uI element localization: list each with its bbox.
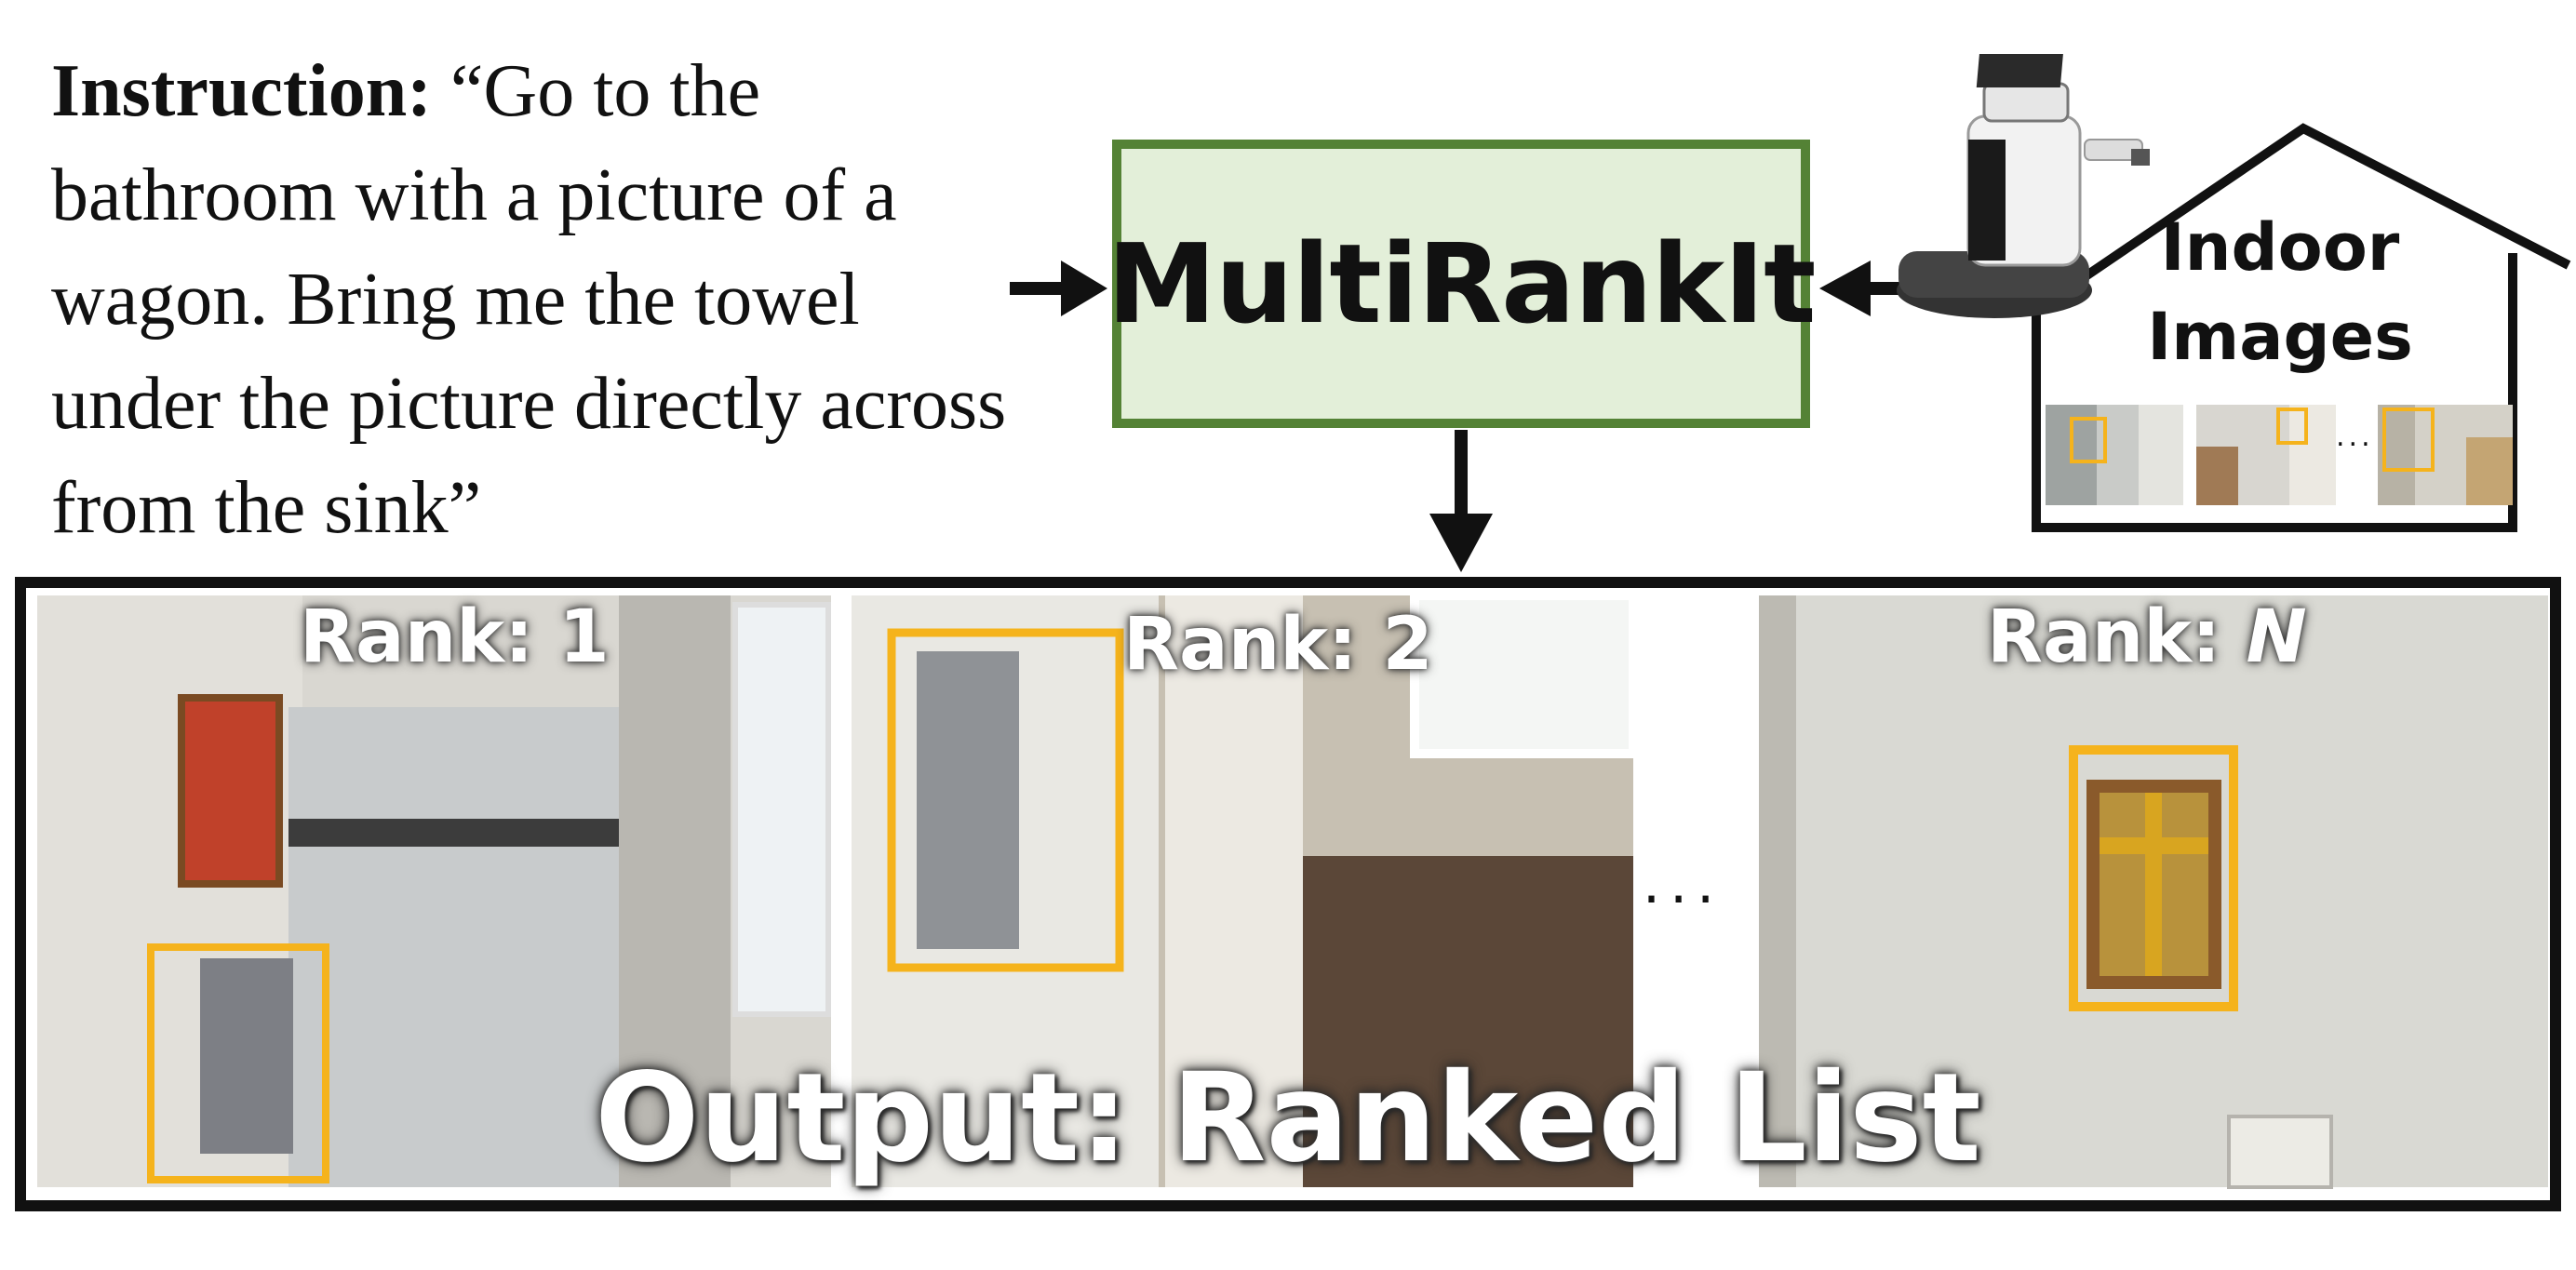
- thumbnail-ellipsis: ...: [2336, 421, 2374, 453]
- house-label: Indoor Images: [2085, 203, 2475, 381]
- rank-2-image: [852, 591, 1638, 1187]
- house-label-line-2: Images: [2147, 299, 2413, 375]
- rank-1-label: Rank: 1: [300, 595, 610, 679]
- rank-2-label: Rank: 2: [1123, 603, 1433, 687]
- rank-1-image: [37, 595, 831, 1187]
- instruction-label: Instruction:: [51, 50, 432, 132]
- house-thumbnail-3: [2378, 405, 2513, 505]
- output-ellipsis: ...: [1643, 851, 1724, 916]
- house-thumbnail-2: [2196, 405, 2336, 505]
- instruction-text: Instruction: “Go to the bathroom with a …: [51, 39, 1038, 560]
- robot-icon: [1897, 54, 2150, 318]
- arrow-model-to-output: [1429, 430, 1493, 572]
- arrow-instruction-to-model: [1010, 261, 1107, 316]
- output-title: Output: Ranked List: [595, 1047, 1981, 1190]
- house-label-line-1: Indoor: [2160, 209, 2400, 286]
- instruction-body: “Go to the bathroom with a picture of a …: [51, 50, 1007, 549]
- output-frame: [15, 577, 2561, 1211]
- model-box: MultiRankIt: [1107, 140, 1817, 428]
- house-thumbnail-1: [2046, 405, 2183, 505]
- model-name: MultiRankIt: [1107, 220, 1817, 348]
- rank-n-image: [1759, 595, 2548, 1189]
- house-outline: [2031, 123, 2571, 532]
- rank-n-label: Rank: N: [1987, 595, 2307, 679]
